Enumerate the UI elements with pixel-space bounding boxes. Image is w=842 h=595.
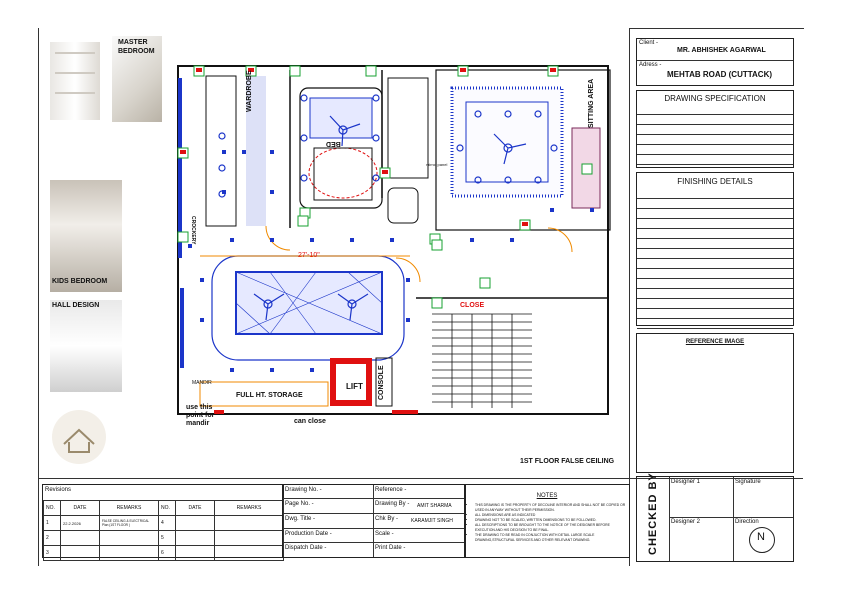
- note-item: ALL DESCRIPTIONS TO BE BROUGHT TO THE NO…: [475, 523, 627, 533]
- top-border: [629, 28, 804, 29]
- drawing-spec-title: DRAWING SPECIFICATION: [664, 94, 766, 103]
- chk-by-value: KARAMJIT SINGH: [411, 518, 453, 524]
- row-remarks: [99, 545, 159, 561]
- header-no: NO.: [43, 500, 61, 516]
- master-bedroom-photo-2: MASTER BEDROOM: [112, 36, 162, 122]
- address-value: MEHTAB ROAD (CUTTACK): [667, 70, 773, 79]
- revisions-header-row: NO. DATE REMARKS NO. DATE REMARKS: [43, 500, 284, 516]
- page-no: Page No. -: [285, 501, 314, 507]
- drawing-by-value: AMIT SHARMA: [417, 503, 452, 509]
- revisions-table: NO. DATE REMARKS NO. DATE REMARKS 1 22.2…: [43, 500, 284, 561]
- revisions-block: Revisions NO. DATE REMARKS NO. DATE REMA…: [42, 484, 284, 561]
- checked-by-block: CHECKED BY Designer 1 Signature Designer…: [636, 472, 794, 562]
- room-label-bed: BED: [326, 140, 341, 147]
- reference-image-box: REFERENCE IMAGE: [636, 333, 794, 473]
- drawing-spec-box: DRAWING SPECIFICATION: [636, 90, 794, 168]
- header-remarks: REMARKS: [99, 500, 159, 516]
- room-label-close: CLOSE: [460, 302, 485, 309]
- note-item: ALL DIMENSIONS ARE AS INDICATED: [475, 513, 627, 518]
- mandir-note: use this point for mandir: [186, 404, 215, 427]
- company-logo: [52, 410, 106, 464]
- table-row: 2 5: [43, 530, 284, 546]
- direction: Direction: [735, 519, 759, 525]
- revisions-title: Revisions: [45, 487, 72, 493]
- drawing-by-label: Drawing By -: [375, 501, 410, 507]
- note-item: THIS DRAWING IS THE PROPERTY OF DECOLINE…: [475, 503, 627, 513]
- row-no: 1: [43, 515, 61, 531]
- finishing-box: FINISHING DETAILS: [636, 172, 794, 329]
- client-name: MR. ABHISHEK AGARWAL: [677, 47, 766, 54]
- thumb-label-hall: HALL DESIGN: [52, 302, 100, 309]
- header-remarks-2: REMARKS: [214, 500, 284, 516]
- note-item: THE DRAWING TO BE READ IN CONJUCTION WIT…: [475, 533, 627, 543]
- room-label-mandir: MANDIR: [192, 380, 212, 386]
- row-no: 2: [43, 530, 61, 546]
- plan-title: 1ST FLOOR FALSE CEILING: [520, 458, 615, 465]
- header-date-2: DATE: [175, 500, 215, 516]
- room-label-sitting-area: SITTING AREA: [588, 78, 595, 128]
- row-no: 3: [43, 545, 61, 561]
- mirror-panel-note: mirror panel: [426, 162, 448, 167]
- dwg-title: Dwg. Title -: [285, 516, 316, 522]
- header-date: DATE: [60, 500, 100, 516]
- header-no-2: NO.: [158, 500, 176, 516]
- notes-title: NOTES: [536, 493, 558, 499]
- table-row: 3 6: [43, 545, 284, 561]
- kids-bedroom-photo: KIDS BEDROOM: [50, 180, 122, 292]
- thumb-label-master: MASTER BEDROOM: [118, 39, 155, 55]
- bottom-rule: [38, 478, 803, 479]
- finishing-title: FINISHING DETAILS: [677, 177, 753, 186]
- reference-field: Reference -: [375, 487, 407, 493]
- north-compass-icon: N: [749, 527, 775, 553]
- room-label-lift: LIFT: [346, 382, 363, 391]
- row-remarks: FALSE CEILING & ELECTRICAL Plan (1ST FLO…: [99, 515, 159, 531]
- designer-1: Designer 1: [671, 479, 701, 485]
- drawing-no: Drawing No. -: [285, 487, 322, 493]
- row-date: [60, 530, 100, 546]
- thumb-label-kids: KIDS BEDROOM: [52, 278, 108, 285]
- notes-list: THIS DRAWING IS THE PROPERTY OF DECOLINE…: [467, 503, 627, 543]
- address-label: Adress -: [639, 62, 662, 68]
- row-date: [60, 545, 100, 561]
- scale-field: Scale -: [375, 531, 394, 537]
- panel-divider: [629, 28, 630, 566]
- master-bedroom-photo: [50, 42, 100, 120]
- dimension-label: 27'-10": [298, 252, 320, 259]
- notes-block: NOTES THIS DRAWING IS THE PROPERTY OF DE…: [464, 484, 630, 558]
- can-close-note: can close: [294, 418, 326, 425]
- left-border: [38, 28, 39, 566]
- room-label-storage: FULL HT. STORAGE: [236, 392, 303, 399]
- production-date: Production Date -: [285, 531, 332, 537]
- room-label-wardrobe: WARDROBE: [246, 70, 253, 112]
- note-item: DRAWING NOT TO BE SCALED, WRITTEN DIMENS…: [475, 518, 627, 523]
- hall-design-photo: HALL DESIGN: [50, 300, 122, 392]
- reference-image-title: REFERENCE IMAGE: [685, 339, 745, 345]
- row-no-2: 6: [158, 545, 176, 561]
- designer-2: Designer 2: [671, 519, 701, 525]
- chk-by-label: Chk By -: [375, 516, 399, 522]
- client-box: Client - MR. ABHISHEK AGARWAL Adress - M…: [636, 38, 794, 86]
- row-date: 22.2.2026: [60, 515, 100, 531]
- row-remarks: [99, 530, 159, 546]
- client-label: Client -: [639, 40, 659, 46]
- table-row: 1 22.2.2026 FALSE CEILING & ELECTRICAL P…: [43, 515, 284, 531]
- north-label: N: [757, 531, 765, 543]
- room-label-console: CONSOLE: [378, 365, 385, 400]
- row-no-2: 4: [158, 515, 176, 531]
- signature: Signature: [735, 479, 761, 485]
- room-label-crockery: CROCKERY: [190, 216, 196, 245]
- drawing-info-block: Drawing No. - Page No. - Dwg. Title - Pr…: [282, 484, 466, 558]
- checked-by-title: CHECKED BY: [647, 472, 659, 555]
- print-date: Print Date -: [375, 545, 406, 551]
- dispatch-date: Dispatch Date -: [285, 545, 327, 551]
- row-no-2: 5: [158, 530, 176, 546]
- floor-plan: [177, 65, 611, 415]
